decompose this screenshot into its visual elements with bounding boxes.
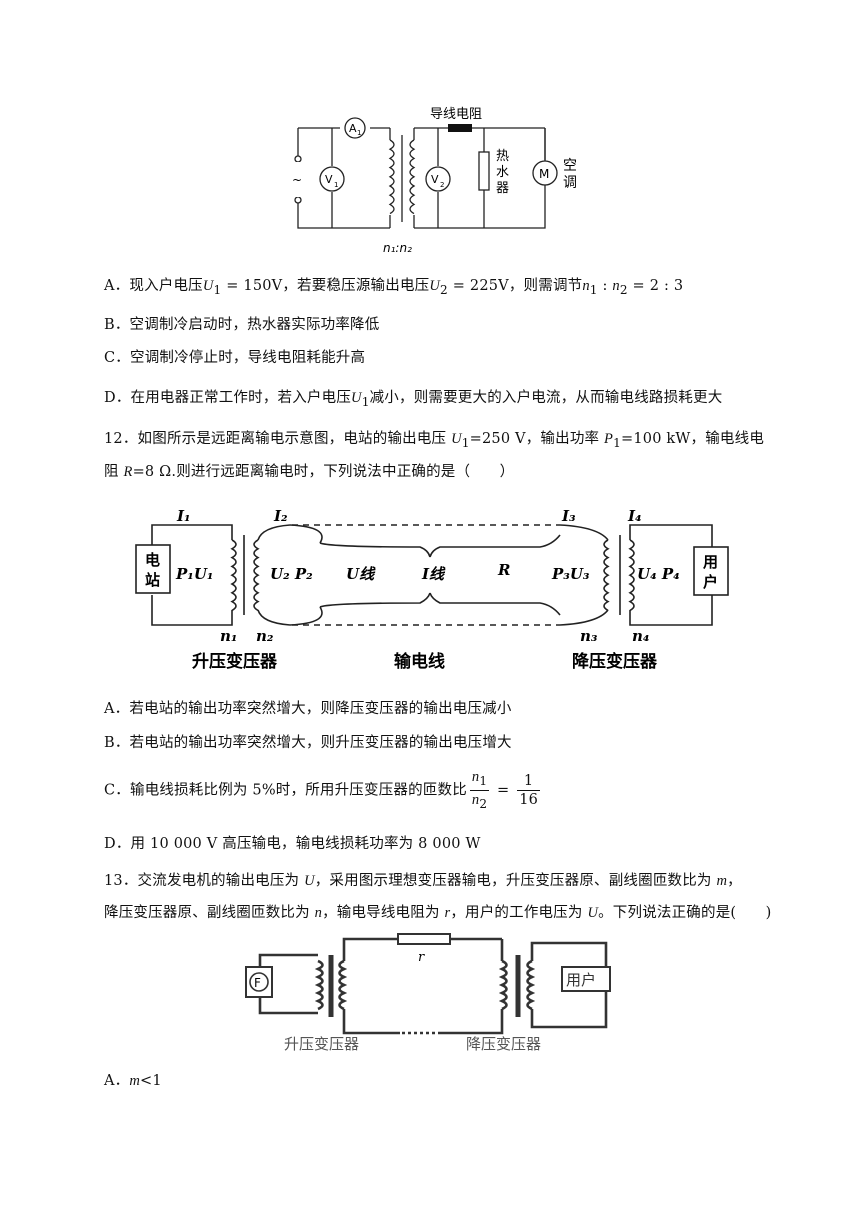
fig2-n3: n₃: [580, 627, 598, 645]
fig2-line-caption: 输电线: [394, 651, 445, 672]
figure-1-circuit: 导线电阻 A 1 V 1 V 2 ~ 热 水 器 M 空 调 n₁:n₂: [292, 107, 577, 255]
fig3-r: r: [418, 950, 425, 965]
fig2-station-char-1: 电: [145, 551, 160, 569]
fig1-turns-ratio: n₁:n₂: [383, 241, 412, 255]
q13-stem-line-2: 降压变压器原、副线圈匝数比为 n，输电导线电阻为 r，用户的工作电压为 U。下列…: [104, 905, 772, 921]
fig2-step-up-caption: 升压变压器: [192, 651, 278, 672]
q11-option-d: D．在用电器正常工作时，若入户电压U1减小，则需要更大的入户电流，从而输电线路损…: [104, 390, 723, 409]
svg-text:1: 1: [334, 181, 338, 189]
fig2-iline: I线: [421, 565, 446, 583]
fig2-n4: n₄: [632, 627, 649, 645]
fig3-step-down-caption: 降压变压器: [466, 1035, 541, 1053]
q12-stem-line-1: 12．如图所示是远距离输电示意图，电站的输出电压 U1=250 V，输出功率 P…: [104, 431, 765, 450]
fig1-heater-char-3: 器: [496, 181, 509, 196]
q13-stem-line-1: 13．交流发电机的输出电压为 U，采用图示理想变压器输电，升压变压器原、副线圈匝…: [104, 873, 742, 889]
fig1-v2-label: V: [431, 173, 439, 186]
fig1-ac-label-1: 空: [563, 158, 577, 174]
fig1-ammeter-label: A: [349, 122, 357, 135]
q11-option-c: C．空调制冷停止时，导线电阻耗能升高: [104, 350, 366, 366]
q11-option-a: A．现入户电压U1 = 150V，若要稳压源输出电压U2 = 225V，则需调节…: [104, 278, 684, 297]
q13-option-a: A．m<1: [104, 1073, 162, 1089]
fig1-motor-label: M: [539, 167, 549, 181]
fig2-p1u1: P₁U₁: [175, 565, 214, 583]
fig2-n2: n₂: [256, 627, 274, 645]
fig2-user-char-2: 户: [703, 573, 718, 591]
fig2-uline: U线: [346, 565, 376, 583]
fig3-user: 用户: [566, 971, 596, 989]
q12-option-a: A．若电站的输出功率突然增大，则降压变压器的输出电压减小: [104, 701, 512, 717]
fig3-step-up-caption: 升压变压器: [284, 1035, 359, 1053]
fig2-r: R: [497, 561, 510, 579]
fig1-v1-label: V: [325, 173, 333, 186]
fig1-ac-symbol: ~: [292, 173, 302, 187]
fig2-i1: I₁: [176, 507, 191, 525]
fig3-generator: F: [254, 976, 261, 990]
fig1-heater-char-2: 水: [496, 165, 509, 180]
svg-text:2: 2: [440, 181, 444, 189]
fig2-station-char-2: 站: [145, 571, 160, 589]
svg-text:1: 1: [357, 129, 361, 137]
figure-3-transmission: F r 用户 升压变压器 降压变压器: [245, 933, 611, 1053]
fig2-step-down-caption: 降压变压器: [572, 651, 658, 672]
fig2-p3u3: P₃U₃: [551, 565, 590, 583]
fig2-user-char-1: 用: [703, 553, 718, 571]
fig2-n1: n₁: [220, 627, 237, 645]
q12-option-d: D．用 10 000 V 高压输电，输电线损耗功率为 8 000 W: [104, 836, 481, 852]
fig2-u4p4: U₄ P₄: [637, 565, 680, 583]
fig2-i4: I₄: [627, 507, 642, 525]
fig2-i2: I₂: [273, 507, 288, 525]
figure-2-transmission: 电 站 用 户 I₁ I₂ I₃ I₄ P₁U₁ U₂ P₂ U线 I线 R P…: [135, 507, 729, 672]
fig2-i3: I₃: [561, 507, 576, 525]
q11-option-b: B．空调制冷启动时，热水器实际功率降低: [104, 317, 380, 333]
fig1-ac-label-2: 调: [563, 175, 577, 191]
q12-stem-line-2: 阻 R=8 Ω.则进行远距离输电时，下列说法中正确的是（ ）: [104, 464, 515, 480]
q12-option-b: B．若电站的输出功率突然增大，则升压变压器的输出电压增大: [104, 735, 512, 751]
fig2-u2p2: U₂ P₂: [270, 565, 313, 583]
fig1-heater-char-1: 热: [496, 149, 509, 164]
fig1-resistor-label: 导线电阻: [430, 107, 482, 122]
